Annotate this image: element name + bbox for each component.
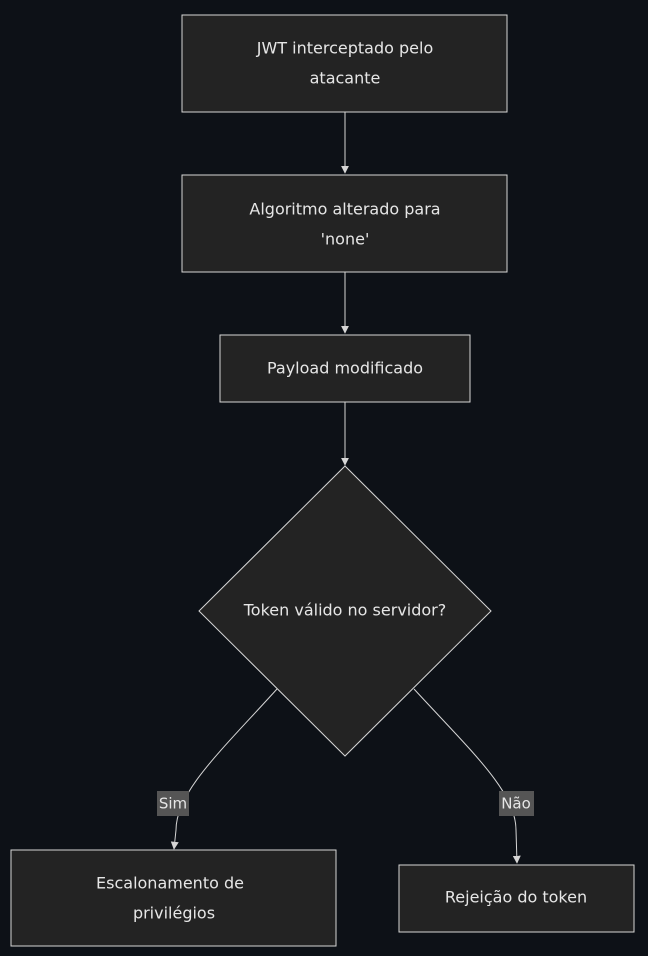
node-jwt-intercepted: JWT interceptado pelo atacante <box>181 14 508 113</box>
node-algorithm-altered-line-1: Algoritmo alterado para <box>249 200 440 219</box>
node-algorithm-altered-line-2: 'none' <box>321 230 370 249</box>
node-payload-modified-line-1: Payload modificado <box>267 359 423 378</box>
node-privilege-escalation-line-2: privilégios <box>133 904 215 923</box>
edge-label-yes-text: Sim <box>159 795 187 813</box>
node-token-rejection: Rejeição do token <box>398 864 635 933</box>
node-payload-modified: Payload modificado <box>219 334 471 403</box>
edge-decision-to-rejection <box>413 688 521 864</box>
node-decision-token-valid-line-1: Token válido no servidor? <box>243 601 447 620</box>
node-jwt-intercepted-line-1: JWT interceptado pelo <box>256 39 433 58</box>
node-privilege-escalation: Escalonamento de privilégios <box>10 849 337 947</box>
node-decision-token-valid: Token válido no servidor? <box>198 465 492 757</box>
edge-label-no: Não <box>499 791 534 816</box>
edge-label-yes: Sim <box>157 791 189 816</box>
edge-decision-to-escalation <box>170 688 278 850</box>
node-privilege-escalation-line-1: Escalonamento de <box>96 874 244 893</box>
node-algorithm-altered: Algoritmo alterado para 'none' <box>181 174 508 273</box>
edge-label-no-text: Não <box>501 795 531 813</box>
node-token-rejection-line-1: Rejeição do token <box>445 888 587 907</box>
node-jwt-intercepted-line-2: atacante <box>310 69 381 88</box>
